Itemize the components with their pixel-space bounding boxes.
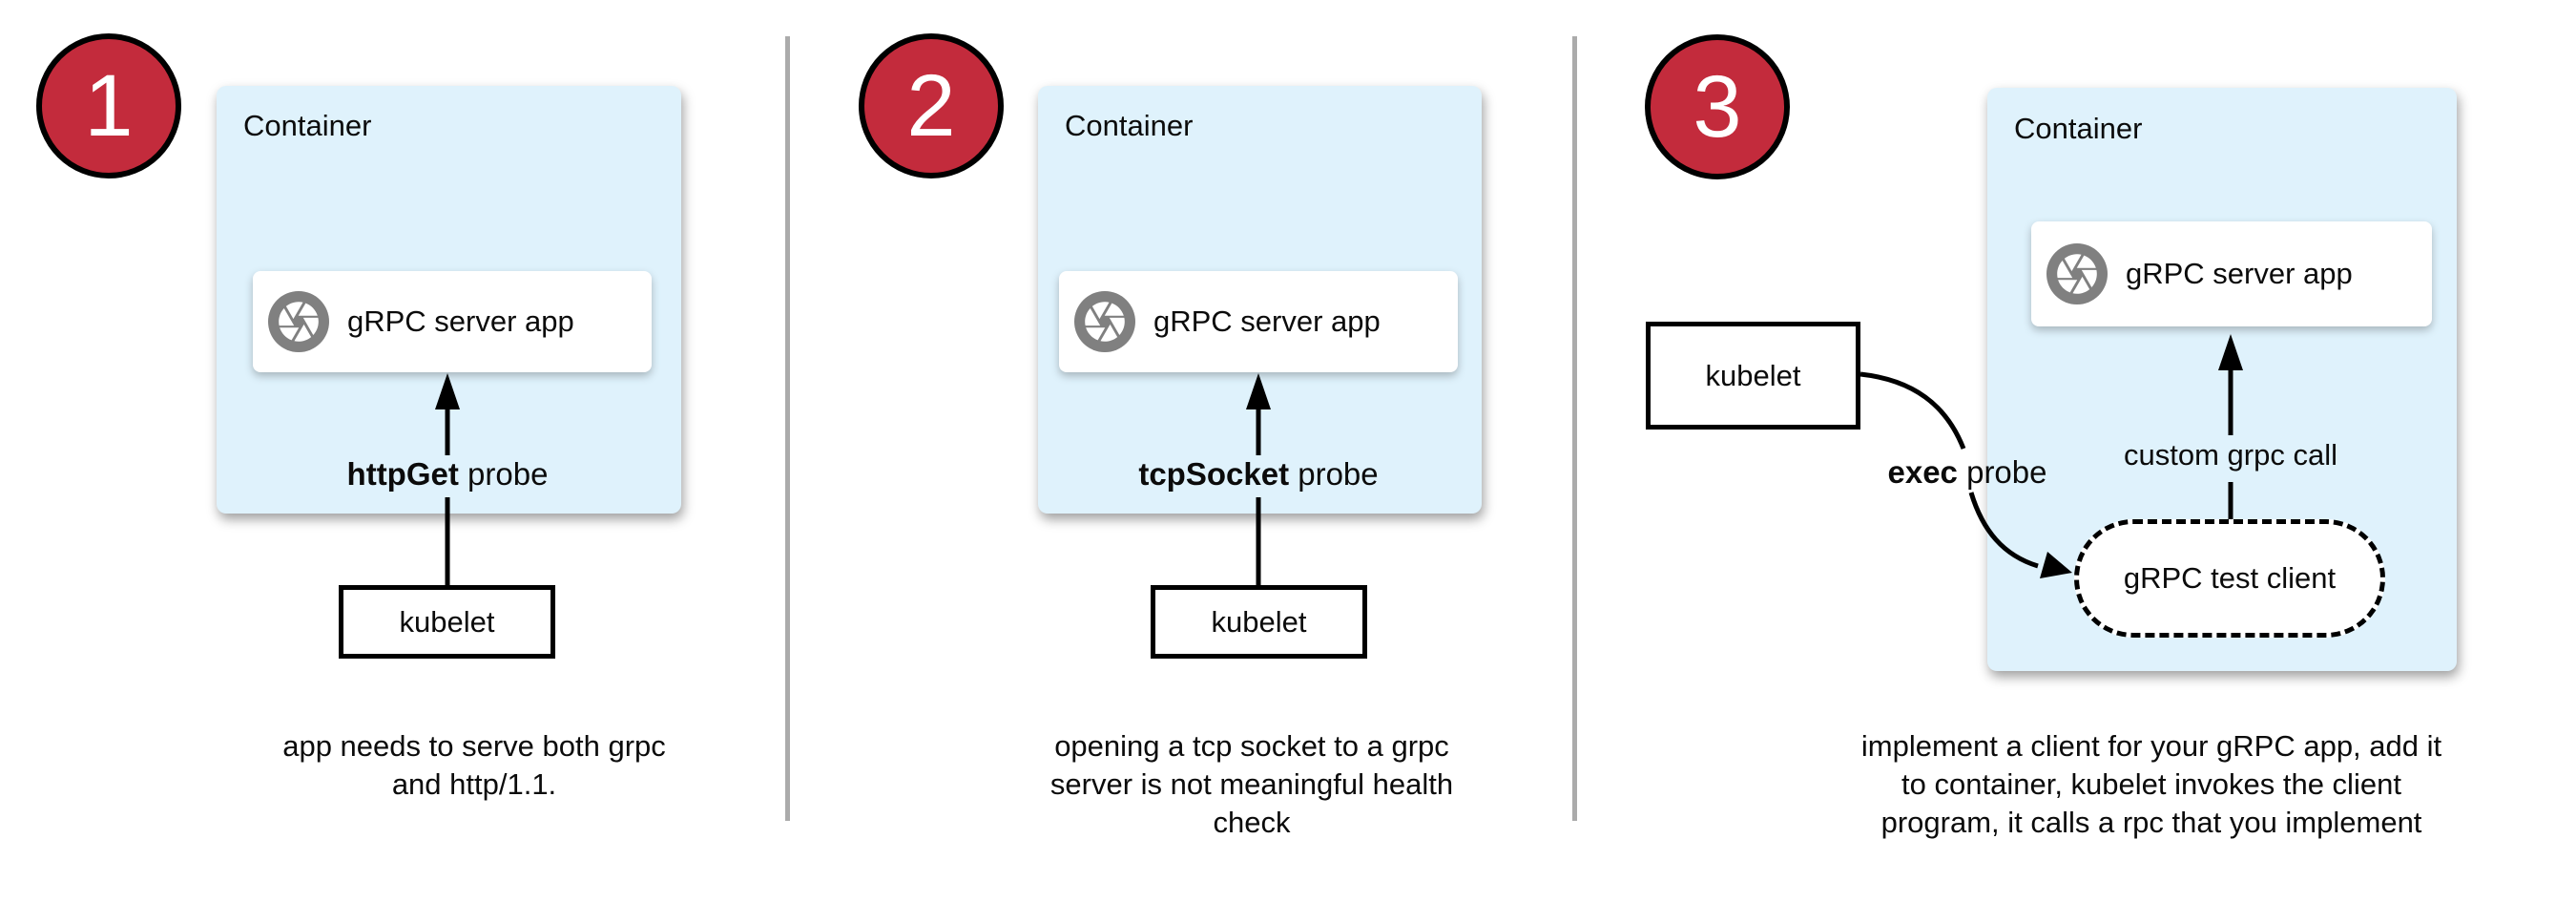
- caption-1: app needs to serve both grpc and http/1.…: [282, 729, 666, 801]
- grpc-server-app-label: gRPC server app: [2126, 257, 2353, 290]
- grpc-test-client-ellipse: gRPC test client: [2074, 519, 2385, 638]
- caption-3: implement a client for your gRPC app, ad…: [1860, 729, 2442, 839]
- aperture-icon: [2046, 243, 2108, 304]
- grpc-server-app-label: gRPC server app: [347, 304, 574, 338]
- probe-label-3: exec probe: [1887, 454, 2047, 490]
- step-number: 3: [1693, 58, 1742, 156]
- panel-divider-1: [785, 36, 790, 821]
- step-badge-1: 1: [36, 33, 181, 178]
- kubelet-box-1: kubelet: [339, 585, 555, 659]
- grpc-server-app-label: gRPC server app: [1153, 304, 1381, 338]
- grpc-server-app-box-1: gRPC server app: [253, 271, 652, 372]
- kubelet-box-3: kubelet: [1646, 322, 1860, 430]
- custom-grpc-call-label: custom grpc call: [2124, 438, 2337, 472]
- grpc-test-client-label: gRPC test client: [2123, 561, 2337, 595]
- panel-divider-2: [1572, 36, 1577, 821]
- step-number: 1: [84, 57, 134, 155]
- probe-label-2: tcpSocket probe: [1138, 456, 1379, 492]
- step-badge-3: 3: [1645, 34, 1790, 179]
- grpc-server-app-box-2: gRPC server app: [1059, 271, 1458, 372]
- aperture-icon: [1074, 291, 1135, 352]
- kubelet-label: kubelet: [1211, 604, 1307, 639]
- kubelet-label: kubelet: [1705, 358, 1801, 392]
- aperture-icon: [268, 291, 329, 352]
- container-label-2: Container: [1065, 109, 1194, 142]
- container-label-1: Container: [243, 109, 372, 142]
- kubelet-label: kubelet: [399, 604, 495, 639]
- probe-label-1: httpGet probe: [346, 456, 549, 492]
- grpc-server-app-box-3: gRPC server app: [2031, 221, 2432, 326]
- caption-2: opening a tcp socket to a grpc server is…: [1049, 729, 1454, 839]
- step-badge-2: 2: [859, 33, 1004, 178]
- kubelet-box-2: kubelet: [1151, 585, 1367, 659]
- step-number: 2: [906, 57, 956, 155]
- container-label-3: Container: [2014, 112, 2143, 145]
